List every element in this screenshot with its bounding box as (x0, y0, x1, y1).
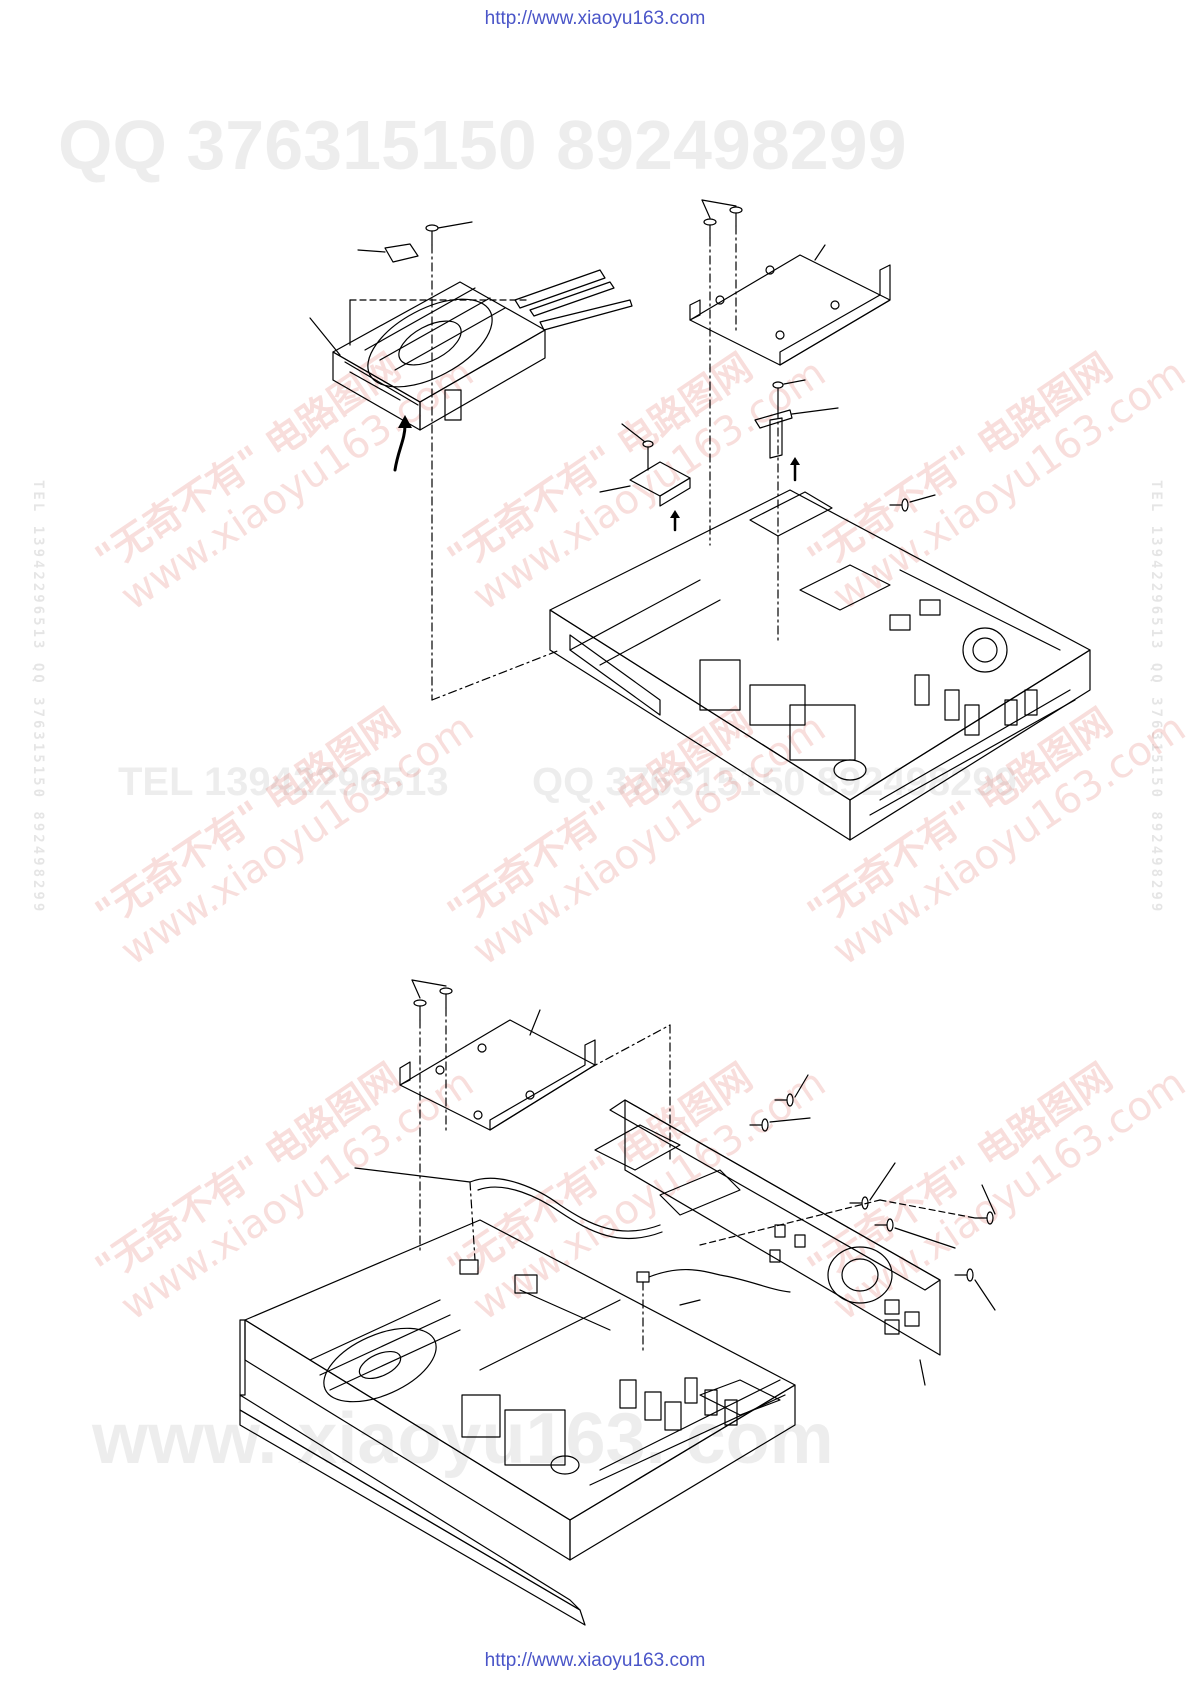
exploded-view-top (309, 199, 1091, 841)
screw-icon (749, 1074, 996, 1311)
footer-url[interactable]: http://www.xiaoyu163.com (484, 1650, 706, 1671)
rear-panel (594, 1099, 941, 1386)
watermark-tel: TEL 13942296513 (118, 760, 449, 804)
cover-bracket (399, 1019, 596, 1131)
connector (636, 1268, 791, 1351)
disc-drive-unit (332, 269, 633, 431)
screw-icon (889, 494, 936, 512)
header-url[interactable]: http://www.xiaoyu163.com (484, 8, 706, 29)
watermark-qq-top: QQ 376315150 892498299 (58, 106, 907, 184)
small-bracket (599, 423, 691, 532)
main-chassis-top (549, 489, 1091, 841)
top-bracket (689, 254, 891, 366)
screw-icon (703, 206, 743, 239)
label-sheet (384, 243, 419, 263)
lift-arrow-icon (393, 415, 412, 472)
exploded-view-bottom (239, 979, 996, 1626)
screw-icon (425, 224, 439, 246)
watermark-site-bottom: www. xiaoyu163. com (92, 1399, 834, 1479)
l-bracket (754, 379, 839, 641)
screw-icon (413, 987, 453, 1021)
main-chassis-bottom (239, 1219, 796, 1626)
